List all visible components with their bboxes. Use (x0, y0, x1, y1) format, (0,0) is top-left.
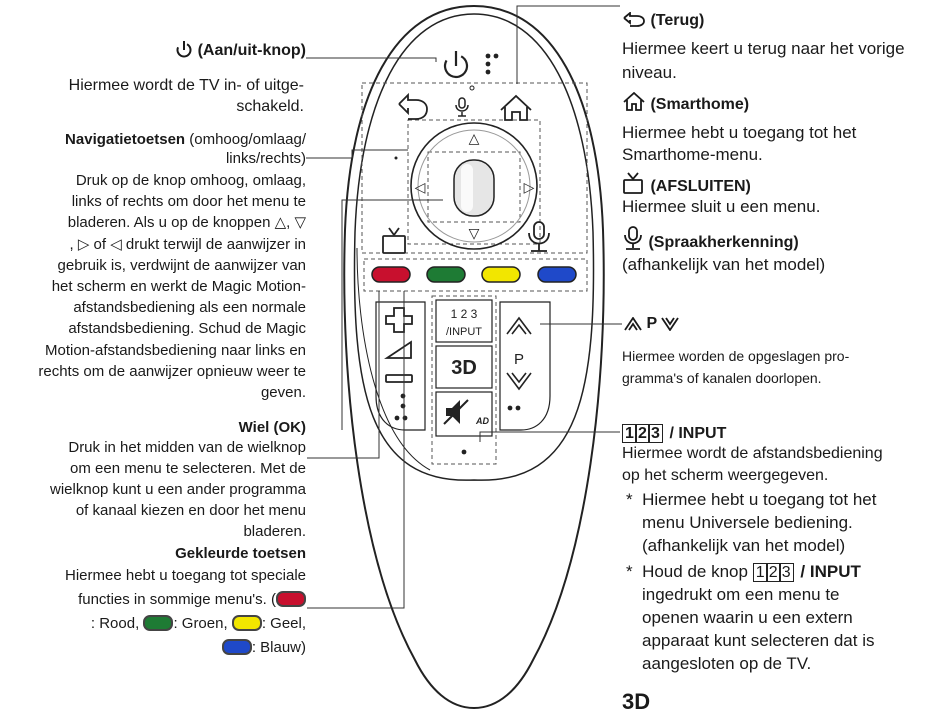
input-line2: op het scherm weergegeven. (622, 467, 829, 484)
keypad-input-label: /INPUT (446, 326, 482, 338)
ad-label: AD (475, 416, 489, 426)
volume-column (375, 301, 426, 431)
power-title: (Aan/uit-knop) (20, 40, 306, 64)
exit-title: (AFSLUITEN) (622, 172, 751, 200)
nav-desc: Druk op de knop omhoog, omlaag, links of… (38, 172, 306, 402)
home-line1: Hiermee hebt u toegang tot het (622, 123, 857, 142)
exit-button-icon (382, 227, 406, 254)
pch-line2: gramma's of kanalen doorlopen. (622, 370, 822, 386)
svg-text:◁: ◁ (415, 179, 426, 195)
wheel-title: Wiel (OK) (238, 419, 306, 436)
blue-swatch (221, 639, 252, 655)
leader-lines (306, 5, 622, 609)
power-desc-2: schakeld. (236, 98, 304, 115)
svg-text:△: △ (469, 130, 480, 146)
pch-title: P (624, 313, 680, 337)
voice-line1: (afhankelijk van het model) (622, 255, 826, 274)
yellow-swatch (231, 615, 262, 631)
nav-title-2: links/rechts) (225, 150, 306, 167)
home-icon (622, 91, 646, 118)
back-title: (Terug) (622, 10, 704, 34)
blue-button (537, 266, 577, 283)
yellow-button (481, 266, 521, 283)
mic-small-icon (455, 97, 469, 117)
channel-down-legend-icon (661, 316, 680, 337)
pch-line1: Hiermee worden de opgeslagen pro- (622, 348, 850, 364)
top-buttons-dashed-box (361, 82, 588, 254)
exit-line1: Hiermee sluit u een menu. (622, 197, 821, 216)
back-line2: niveau. (622, 63, 677, 82)
three-d-legend: 3D (622, 689, 651, 714)
wheel-ok-button (453, 159, 495, 217)
input-bullet-1: * Hiermee hebt u toegang tot het menu Un… (626, 490, 877, 555)
back-icon (622, 11, 646, 34)
power-button-icon (443, 51, 469, 79)
home-line2: Smarthome-menu. (622, 145, 763, 164)
colors-desc: Hiermee hebt u toegang tot speciale func… (65, 567, 306, 656)
mute-ad-button (435, 391, 493, 437)
svg-text:▽: ▽ (469, 225, 480, 241)
p-label: P (514, 351, 524, 368)
input-line1: Hiermee wordt de afstandsbediening (622, 445, 883, 462)
green-swatch (143, 615, 174, 631)
remote-inner-outline (353, 13, 595, 481)
braille-dots (485, 53, 499, 75)
remote-body-outline (343, 4, 605, 710)
back-line1: Hiermee keert u terug naar het vorige (622, 39, 905, 58)
red-button (371, 266, 411, 283)
red-swatch (276, 591, 306, 607)
colors-title: Gekleurde toetsen (175, 545, 306, 562)
channel-down-icon (506, 372, 532, 391)
volume-up-icon (385, 307, 413, 333)
back-button-icon (398, 92, 428, 120)
wheel-dashed-box (407, 119, 541, 245)
exit-icon (622, 172, 646, 200)
voice-title: (Spraakherkenning) (622, 226, 799, 256)
voice-button-icon (528, 221, 550, 252)
channel-up-icon (506, 316, 532, 335)
nav-title: Navigatietoetsen (omhoog/omlaag/ (65, 131, 306, 148)
navigation-ring (410, 122, 538, 250)
green-button (426, 266, 466, 283)
svg-text:▷: ▷ (524, 179, 535, 195)
home-button-icon (500, 94, 532, 121)
mute-icon (443, 399, 469, 425)
wheel-center-dashed-box (427, 151, 521, 223)
channel-up-legend-icon (624, 316, 642, 337)
power-desc-1: Hiermee wordt de TV in- of uitge- (68, 77, 304, 94)
color-buttons-dashed-box (363, 258, 588, 292)
three-d-label: 3D (451, 357, 477, 379)
wheel-desc: Druk in het midden van de wielknop om ee… (50, 439, 306, 540)
keypad-digits: 1 2 3 (451, 307, 478, 321)
keypad-123-button (435, 299, 493, 343)
power-icon (175, 40, 193, 64)
home-title: (Smarthome) (622, 91, 749, 118)
keypad-dashed-box (431, 295, 497, 465)
three-d-button (435, 345, 493, 389)
volume-indicator-icon (384, 340, 412, 359)
voice-icon (622, 226, 644, 256)
volume-down-icon (385, 374, 413, 383)
